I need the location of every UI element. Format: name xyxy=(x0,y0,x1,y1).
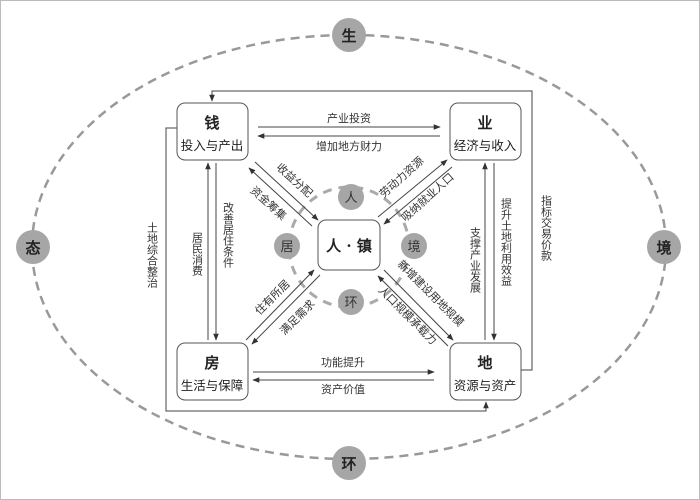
label-land-to-money-outer: 指标交易价款 xyxy=(540,194,553,262)
inner-label-bottom: 环 xyxy=(344,296,357,311)
label-money-to-housing: 改善居住条件 xyxy=(222,201,235,269)
outer-node-left: 态 xyxy=(16,230,50,264)
label-housing-to-money: 居民消费 xyxy=(191,232,204,277)
node-industry-title: 业 xyxy=(477,114,492,132)
node-industry: 业 经济与收入 xyxy=(449,102,522,161)
label-housing-to-center: 住有所居 xyxy=(252,277,293,318)
outer-node-top: 生 xyxy=(332,18,366,52)
label-center-to-industry: 劳动力资源 xyxy=(376,153,426,200)
node-land: 地 资源与资产 xyxy=(449,342,522,401)
outer-node-right: 境 xyxy=(647,230,681,264)
label-money-to-industry: 产业投资 xyxy=(327,111,371,125)
inner-node-top: 人 xyxy=(338,184,364,210)
inner-label-left: 居 xyxy=(280,240,293,255)
label-money-to-center: 收益分配 xyxy=(274,160,316,200)
label-industry-to-land: 提升土地利用效益 xyxy=(500,198,513,286)
label-industry-to-money: 增加地方财力 xyxy=(316,139,382,153)
outer-label-right: 境 xyxy=(656,239,671,257)
outer-node-bottom: 环 xyxy=(332,446,366,480)
arrow-land-to-money-outer xyxy=(209,90,533,371)
outer-label-left: 态 xyxy=(25,239,40,257)
inner-node-left: 居 xyxy=(274,233,300,259)
outer-label-bottom: 环 xyxy=(341,455,356,473)
node-housing-subtitle: 生活与保障 xyxy=(181,378,244,393)
arrow-land-to-center xyxy=(377,275,449,347)
inner-node-bottom: 环 xyxy=(338,289,364,315)
outer-label-top: 生 xyxy=(341,27,356,45)
arrow-money-to-center xyxy=(254,161,319,221)
node-land-title: 地 xyxy=(477,354,492,372)
node-housing: 房 生活与保障 xyxy=(176,342,249,401)
inner-label-top: 人 xyxy=(344,191,357,206)
arrow-center-to-land xyxy=(383,269,454,341)
arrow-center-to-housing xyxy=(251,274,321,345)
node-money-title: 钱 xyxy=(204,114,219,132)
node-center-title: 人 · 镇 xyxy=(326,237,372,255)
arrow-industry-to-center xyxy=(383,166,453,225)
label-money-to-land-outer: 土地综合整治 xyxy=(146,222,159,289)
arrow-money-to-land-outer xyxy=(165,127,489,412)
arrow-center-to-industry xyxy=(377,159,448,218)
label-center-to-housing: 满足需求 xyxy=(277,297,317,337)
label-land-to-housing: 资产价值 xyxy=(321,382,365,396)
node-center: 人 · 镇 xyxy=(317,219,381,271)
label-center-to-money: 资金筹集 xyxy=(248,183,290,223)
arrow-housing-to-center xyxy=(245,269,315,341)
arrow-center-to-money xyxy=(248,167,313,227)
node-housing-title: 房 xyxy=(204,354,219,372)
label-housing-to-land: 功能提升 xyxy=(321,355,365,369)
label-land-to-industry: 支撑产业发展 xyxy=(469,227,482,294)
node-land-subtitle: 资源与资产 xyxy=(454,378,517,393)
node-money-subtitle: 投入与产出 xyxy=(181,138,244,153)
inner-node-right: 境 xyxy=(401,233,427,259)
inner-label-right: 境 xyxy=(407,240,420,255)
node-industry-subtitle: 经济与收入 xyxy=(454,138,517,153)
node-money: 钱 投入与产出 xyxy=(176,102,249,161)
